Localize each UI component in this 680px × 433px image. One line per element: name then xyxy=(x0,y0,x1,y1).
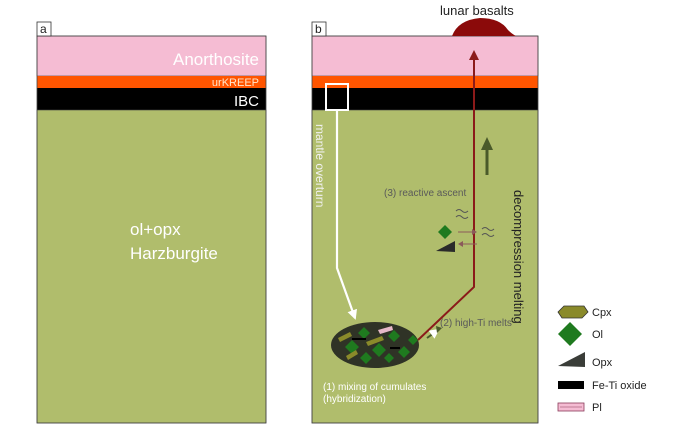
melt-ascent-path xyxy=(417,50,479,341)
ibc-label-a: IBC xyxy=(234,93,259,110)
mixing-label-line1: (1) mixing of cumulates xyxy=(323,382,426,393)
anorthosite-layer-a xyxy=(36,35,267,77)
legend-label-pl: Pl xyxy=(592,402,602,414)
ibc-layer-a xyxy=(37,88,266,110)
ibc-layer-b xyxy=(312,88,538,110)
high-ti-melts-label: (2) high-Ti melts xyxy=(440,318,512,329)
cpx-icon xyxy=(557,305,589,319)
anorthosite-layer-b xyxy=(311,35,539,77)
reaction-squiggles xyxy=(455,209,495,237)
lunar-basalt-dome xyxy=(452,18,516,36)
anorthosite-label-a: Anorthosite xyxy=(173,50,259,69)
legend-label-ol: Ol xyxy=(592,329,603,341)
decompression-melting-label: decompression melting xyxy=(511,190,526,324)
legend: Cpx Ol Opx Fe-Ti oxide Pl xyxy=(557,305,647,414)
legend-label-cpx: Cpx xyxy=(592,307,612,319)
urkreep-layer-a xyxy=(37,76,266,88)
fe-ti-oxide-icon xyxy=(558,381,584,389)
harzburgite-layer-a xyxy=(36,109,267,424)
panel-a: a Anorthosite urKREEP IBC ol+opx Harzbur… xyxy=(36,21,267,424)
hybrid-cumulate-pile xyxy=(331,322,419,368)
harzburgite-label-line2: Harzburgite xyxy=(130,244,218,263)
opx-icon xyxy=(558,352,585,367)
legend-label-opx: Opx xyxy=(592,357,613,369)
urkreep-layer-b xyxy=(312,76,538,88)
panel-a-label-box xyxy=(36,21,52,37)
panel-b-label-box xyxy=(311,21,327,37)
mixing-label-line2: (hybridization) xyxy=(323,394,386,405)
mantle-overturn-label: mantle overturn xyxy=(313,124,327,207)
panel-a-label: a xyxy=(40,22,47,36)
reacting-opx-icon xyxy=(436,241,455,252)
high-ti-melt-arrow xyxy=(426,328,440,339)
lunar-basalts-label: lunar basalts xyxy=(440,3,514,18)
panel-b: b lunar basalts mantle overturn xyxy=(311,3,539,424)
mantle-overturn-arrow xyxy=(335,110,357,320)
reacting-olivine-icon xyxy=(438,225,452,239)
cumulate-crystals xyxy=(338,326,418,364)
mantle-layer-b xyxy=(311,109,539,424)
panel-b-label: b xyxy=(315,22,322,36)
harzburgite-label-line1: ol+opx xyxy=(130,220,181,239)
legend-label-fe-ti-oxide: Fe-Ti oxide xyxy=(592,380,647,392)
reactive-ascent-label: (3) reactive ascent xyxy=(384,188,466,199)
urkreep-label-a: urKREEP xyxy=(212,77,259,89)
ol-icon xyxy=(558,322,582,346)
